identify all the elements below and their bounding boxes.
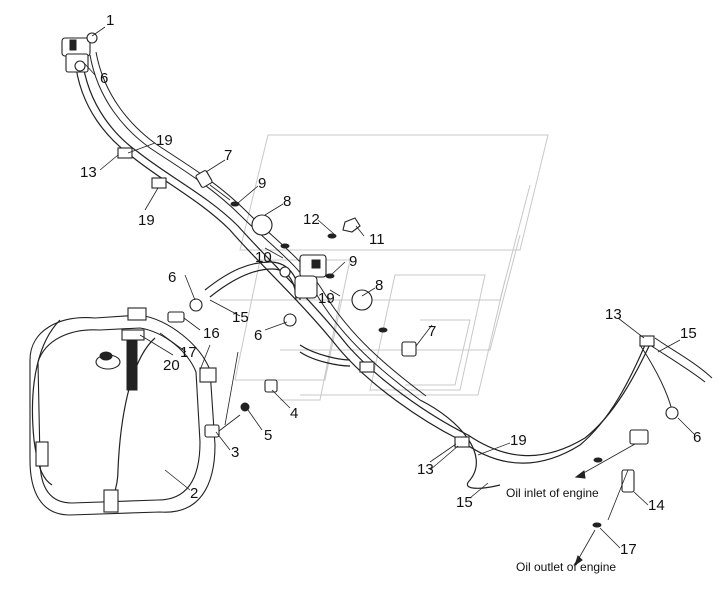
callout-6: 6 — [168, 269, 176, 286]
washers — [156, 201, 603, 528]
callout-17: 17 — [620, 541, 637, 558]
callout-19: 19 — [318, 290, 335, 307]
callout-12: 12 — [303, 211, 320, 228]
callout-8: 8 — [375, 277, 383, 294]
callout-15: 15 — [456, 494, 473, 511]
callout-20: 20 — [163, 357, 180, 374]
callout-8: 8 — [283, 193, 291, 210]
callout-13: 13 — [80, 164, 97, 181]
callout-6: 6 — [100, 70, 108, 87]
fuel-filter — [279, 254, 327, 299]
nut-11 — [342, 217, 361, 233]
callout-6: 6 — [693, 429, 701, 446]
callout-2: 2 — [190, 485, 198, 502]
callout-19: 19 — [510, 432, 527, 449]
callout-1: 1 — [106, 12, 114, 29]
callout-15: 15 — [680, 325, 697, 342]
callout-7: 7 — [428, 323, 436, 340]
engine-connector — [574, 429, 649, 567]
callout-5: 5 — [264, 427, 272, 444]
callout-13: 13 — [605, 306, 622, 323]
callout-16: 16 — [203, 325, 220, 342]
callout-17: 17 — [180, 344, 197, 361]
mount-brackets — [251, 214, 373, 311]
callout-19: 19 — [156, 132, 173, 149]
callout-11: 11 — [369, 231, 385, 248]
callout-13: 13 — [417, 461, 434, 478]
callout-labels: 1 6 19 13 19 7 9 8 12 11 10 9 19 8 6 15 … — [80, 12, 701, 558]
watermark-logo — [220, 134, 549, 401]
fitting-16 — [167, 311, 185, 323]
callout-14: 14 — [648, 497, 665, 514]
oil-inlet-caption: Oil inlet of engine — [506, 486, 599, 500]
callout-19: 19 — [138, 212, 155, 229]
oil-outlet-caption: Oil outlet of engine — [516, 560, 616, 574]
fuel-pipes — [74, 51, 713, 489]
callout-7: 7 — [224, 147, 232, 164]
callout-9: 9 — [258, 175, 266, 192]
callout-3: 3 — [231, 444, 239, 461]
bolts — [195, 170, 417, 357]
callout-4: 4 — [290, 405, 298, 422]
callout-6: 6 — [254, 327, 262, 344]
fittings — [74, 60, 679, 420]
tank-fasteners — [199, 344, 278, 438]
callout-9: 9 — [349, 253, 357, 270]
fuel-tank — [29, 307, 217, 516]
leader-lines — [84, 26, 696, 549]
callout-10: 10 — [255, 249, 272, 266]
callout-15: 15 — [232, 309, 249, 326]
pipe-clamps — [117, 147, 655, 448]
captions: Oil inlet of engine Oil outlet of engine — [506, 486, 616, 574]
